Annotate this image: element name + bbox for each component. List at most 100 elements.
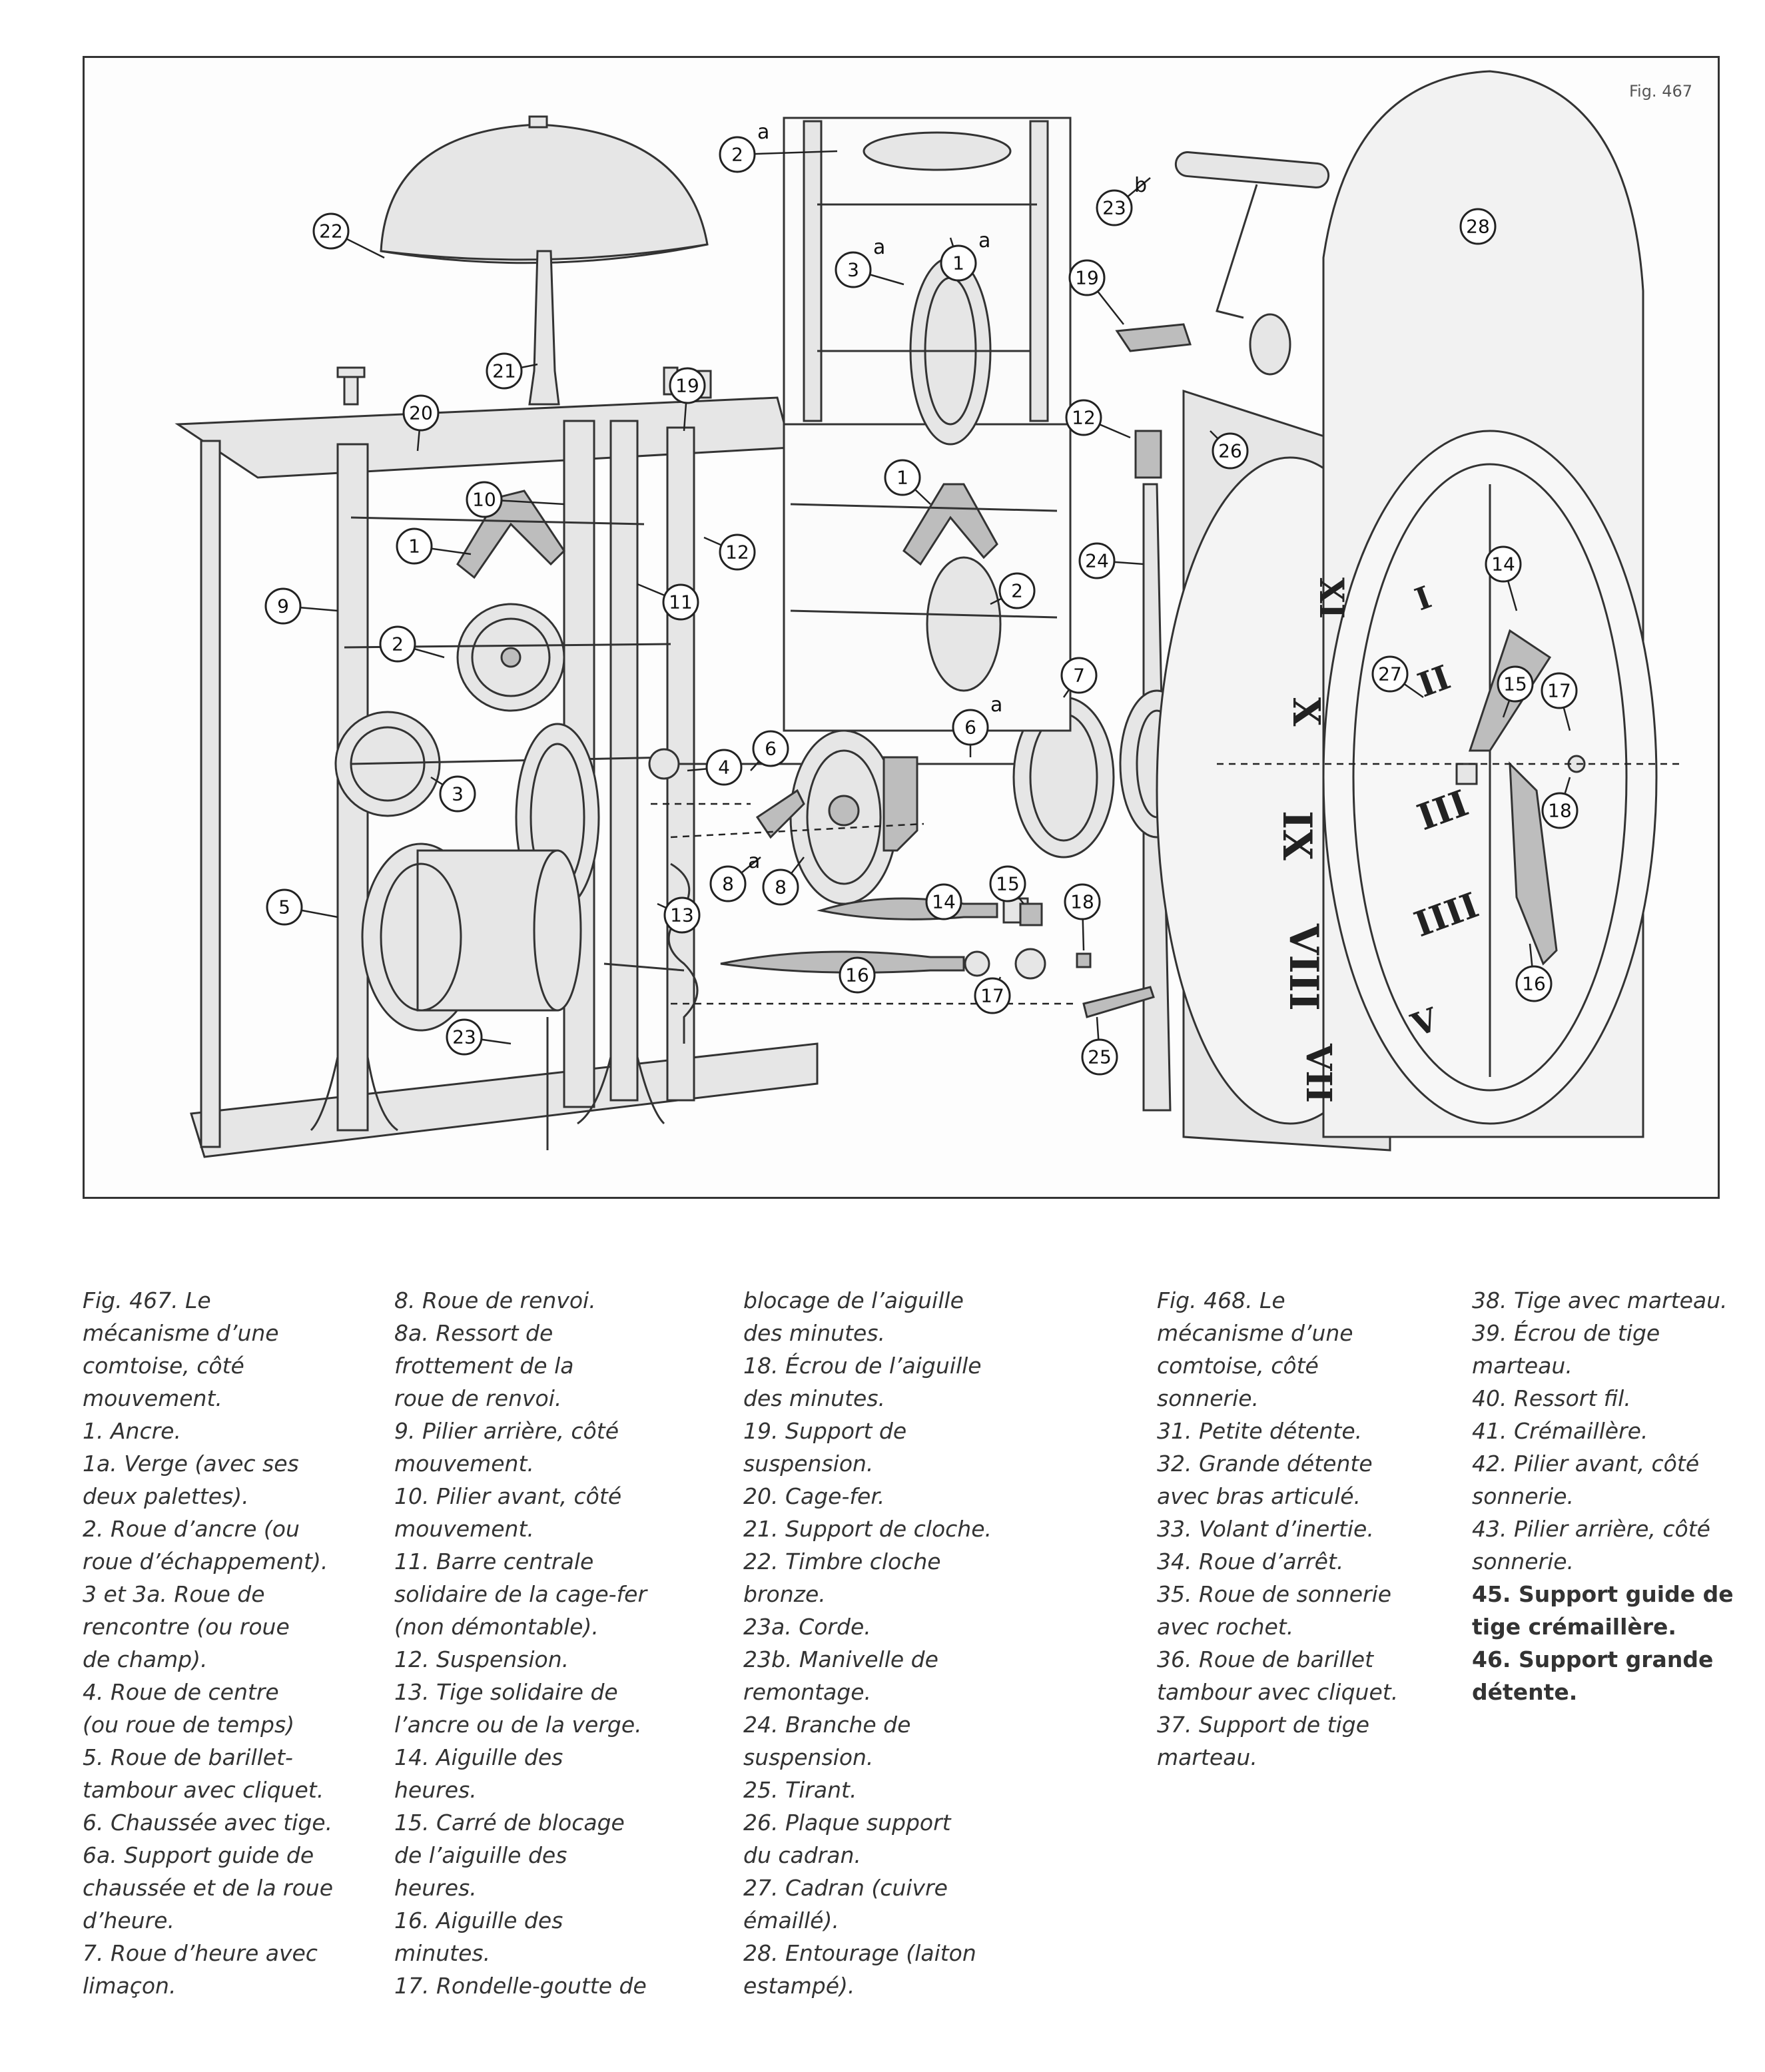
callout-number: 28 bbox=[1466, 216, 1490, 238]
callout-number: 15 bbox=[1503, 673, 1527, 695]
caption-line: 6a. Support guide de bbox=[83, 1842, 314, 1868]
callout-circle bbox=[1060, 657, 1098, 694]
caption-line: (non démontable). bbox=[394, 1614, 599, 1640]
caption-line: 27. Cadran (cuivre bbox=[743, 1875, 948, 1901]
callout-20: 20 bbox=[402, 394, 440, 452]
caption-line-bold: détente. bbox=[1472, 1679, 1578, 1705]
callout-circle bbox=[663, 896, 701, 934]
callout-circle bbox=[839, 956, 876, 994]
callout-number: 19 bbox=[675, 375, 699, 397]
caption-line: comtoise, côté bbox=[83, 1353, 244, 1379]
callout-3: 3a bbox=[835, 236, 904, 288]
caption-line: suspension. bbox=[743, 1451, 874, 1477]
caption-line: mouvement. bbox=[83, 1385, 222, 1411]
callout-15: 15 bbox=[989, 865, 1026, 904]
callout-number: 2 bbox=[1011, 580, 1023, 602]
callout-24: 24 bbox=[1078, 542, 1144, 579]
callout-suffix: a bbox=[990, 693, 1002, 717]
callout-number: 12 bbox=[1072, 407, 1096, 429]
callout-17: 17 bbox=[974, 976, 1011, 1014]
callout-18: 18 bbox=[1064, 883, 1101, 951]
caption-line: 5. Roue de barillet- bbox=[83, 1744, 293, 1770]
caption-line: 33. Volant d’inertie. bbox=[1157, 1516, 1374, 1542]
caption-line: 12. Suspension. bbox=[394, 1646, 569, 1672]
caption-line: frottement de la bbox=[394, 1353, 574, 1379]
callout-number: 23 bbox=[452, 1026, 476, 1048]
callout-3: 3 bbox=[430, 775, 476, 813]
callout-circle bbox=[1212, 432, 1249, 470]
callout-12: 12 bbox=[703, 533, 756, 571]
caption-line: 7. Roue d’heure avec bbox=[83, 1940, 318, 1966]
caption-line: remontage. bbox=[743, 1679, 872, 1705]
callout-number: 1 bbox=[408, 535, 420, 557]
callout-6: 6a bbox=[952, 693, 1002, 757]
caption-line: 21. Support de cloche. bbox=[743, 1516, 992, 1542]
callout-number: 9 bbox=[277, 595, 289, 617]
callout-5: 5 bbox=[266, 888, 338, 926]
callout-circle bbox=[396, 527, 433, 565]
callout-number: 12 bbox=[725, 541, 749, 563]
caption-line: sonnerie. bbox=[1472, 1549, 1575, 1574]
caption-line: 31. Petite détente. bbox=[1157, 1418, 1363, 1444]
callout-number: 26 bbox=[1218, 440, 1242, 462]
callout-25: 25 bbox=[1081, 1016, 1118, 1076]
screws bbox=[336, 366, 712, 406]
caption-line: comtoise, côté bbox=[1157, 1353, 1319, 1379]
caption-line: estampé). bbox=[743, 1973, 855, 1999]
caption-line: 22. Timbre cloche bbox=[743, 1549, 941, 1574]
callout-number: 2 bbox=[731, 144, 743, 166]
callout-circle bbox=[1065, 399, 1102, 436]
callout-circle bbox=[1497, 665, 1534, 703]
callout-number: 20 bbox=[409, 402, 433, 424]
callout-number: 14 bbox=[932, 891, 956, 913]
callout-circle bbox=[466, 481, 503, 518]
caption-line: roue de renvoi. bbox=[394, 1385, 562, 1411]
callout-number: 23 bbox=[1102, 197, 1126, 219]
callout-23: 23 bbox=[446, 1018, 512, 1056]
caption-line: 38. Tige avec marteau. bbox=[1472, 1287, 1728, 1313]
callout-circle bbox=[1068, 259, 1106, 296]
caption-line: marteau. bbox=[1472, 1353, 1573, 1379]
callout-circle bbox=[1541, 672, 1578, 709]
callout-15: 15 bbox=[1497, 665, 1534, 718]
dial-numeral: VIII bbox=[1280, 923, 1327, 1011]
dial-hands bbox=[1455, 629, 1586, 966]
callout-suffix: a bbox=[873, 236, 885, 259]
callout-circle bbox=[719, 533, 756, 571]
caption-line: mouvement. bbox=[394, 1516, 534, 1542]
dial-numeral: X bbox=[1284, 697, 1328, 727]
callout-18: 18 bbox=[1541, 777, 1579, 829]
callout-23: 23b bbox=[1096, 174, 1151, 226]
dial-numeral: VII bbox=[1298, 1043, 1339, 1103]
caption-line: d’heure. bbox=[83, 1907, 175, 1933]
inset-box bbox=[783, 117, 1072, 732]
callout-2: 2a bbox=[719, 121, 838, 173]
callout-11: 11 bbox=[637, 583, 699, 621]
caption-line: chaussée et de la roue bbox=[83, 1875, 334, 1901]
callout-circle bbox=[998, 572, 1036, 609]
caption-line: roue d’échappement). bbox=[83, 1549, 328, 1574]
caption-line: 9. Pilier arrière, côté bbox=[394, 1418, 619, 1444]
surround bbox=[1322, 70, 1658, 1138]
caption-line: sonnerie. bbox=[1157, 1385, 1259, 1411]
caption-line: 25. Tirant. bbox=[743, 1777, 857, 1803]
dial-numeral: XI bbox=[1312, 577, 1351, 619]
caption-line: 43. Pilier arrière, côté bbox=[1472, 1516, 1710, 1542]
caption-line-bold: tige crémaillère. bbox=[1472, 1614, 1676, 1640]
callout-circle bbox=[1064, 883, 1101, 920]
caption-line: 1. Ancre. bbox=[83, 1418, 181, 1444]
callout-circle bbox=[709, 865, 747, 902]
callout-circle bbox=[264, 587, 302, 625]
callout-circle bbox=[312, 212, 350, 250]
callout-number: 1 bbox=[896, 467, 908, 489]
callout-circle bbox=[989, 865, 1026, 902]
caption-line-bold: 45. Support guide de bbox=[1472, 1581, 1734, 1607]
callout-2: 2 bbox=[990, 572, 1036, 609]
callout-number: 22 bbox=[319, 220, 343, 242]
callout-circle bbox=[762, 868, 799, 906]
callout-number: 17 bbox=[1547, 680, 1571, 702]
